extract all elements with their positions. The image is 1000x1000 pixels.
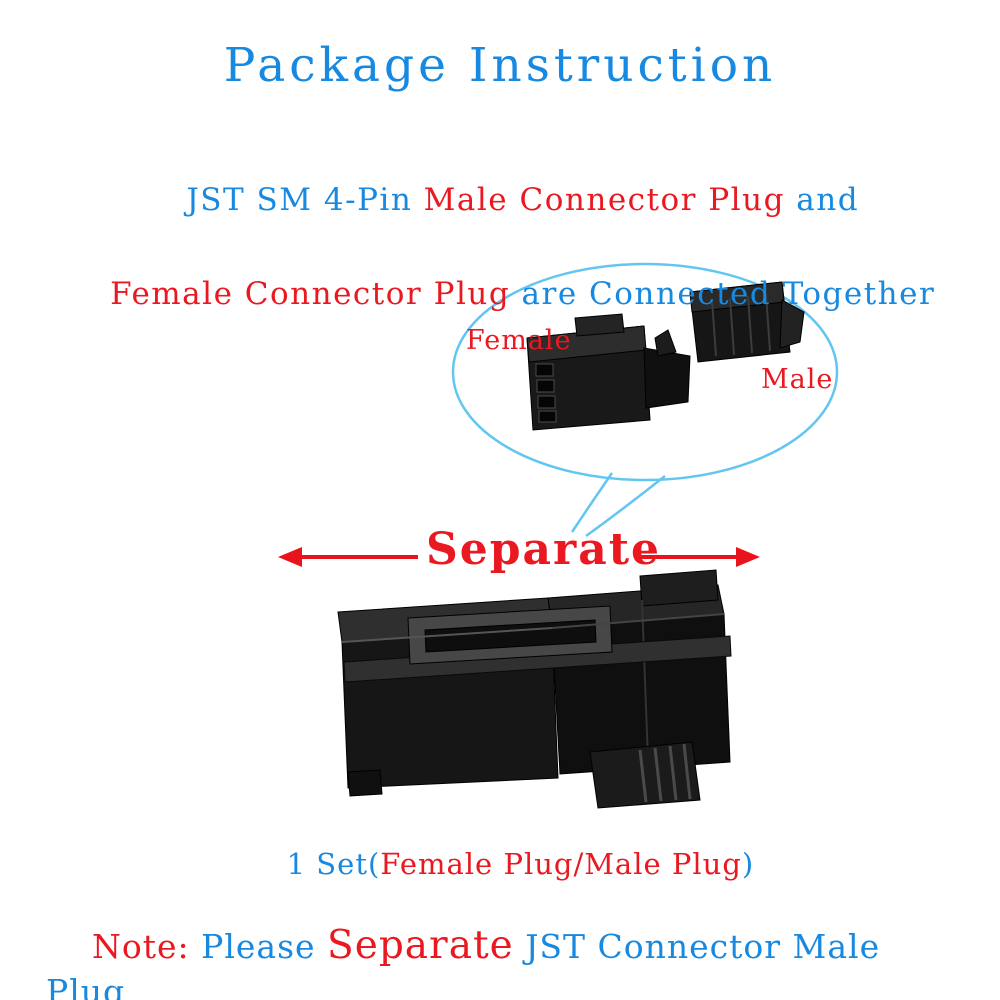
caption-prefix: 1 Set( [286, 847, 381, 881]
subtitle-line1-red: Male Connector Plug [423, 182, 785, 218]
subtitle-line2-red: Female Connector Plug [110, 276, 511, 312]
caption-highlight: Female Plug/Male Plug [380, 847, 742, 881]
mated-connectors-image [337, 569, 732, 809]
note-label: Note: [91, 927, 190, 966]
caption-suffix: ) [741, 847, 755, 881]
page-title: Package Instruction [223, 38, 777, 93]
note-separate: Separate [327, 923, 514, 968]
note-part2: JST Connector Male Plug [46, 927, 892, 1000]
separate-arrow [278, 547, 760, 567]
subtitle-line2-blue: are Connected Together [510, 276, 936, 312]
male-label: Male [761, 364, 834, 395]
separate-label: Separate [426, 524, 662, 575]
usage-note: Note: Please Separate JST Connector Male… [46, 878, 956, 1000]
female-connector-image [526, 313, 691, 431]
subtitle-line1-blue: JST SM 4-Pin [186, 182, 424, 218]
note-part1: Please [189, 927, 328, 966]
set-caption: 1 Set(Female Plug/Male Plug) [0, 813, 1000, 915]
female-label: Female [466, 325, 572, 356]
subtitle: JST SM 4-Pin Male Connector Plug and Fem… [0, 130, 1000, 365]
subtitle-line1-blue2: and [784, 182, 860, 218]
male-connector-image [689, 281, 805, 363]
